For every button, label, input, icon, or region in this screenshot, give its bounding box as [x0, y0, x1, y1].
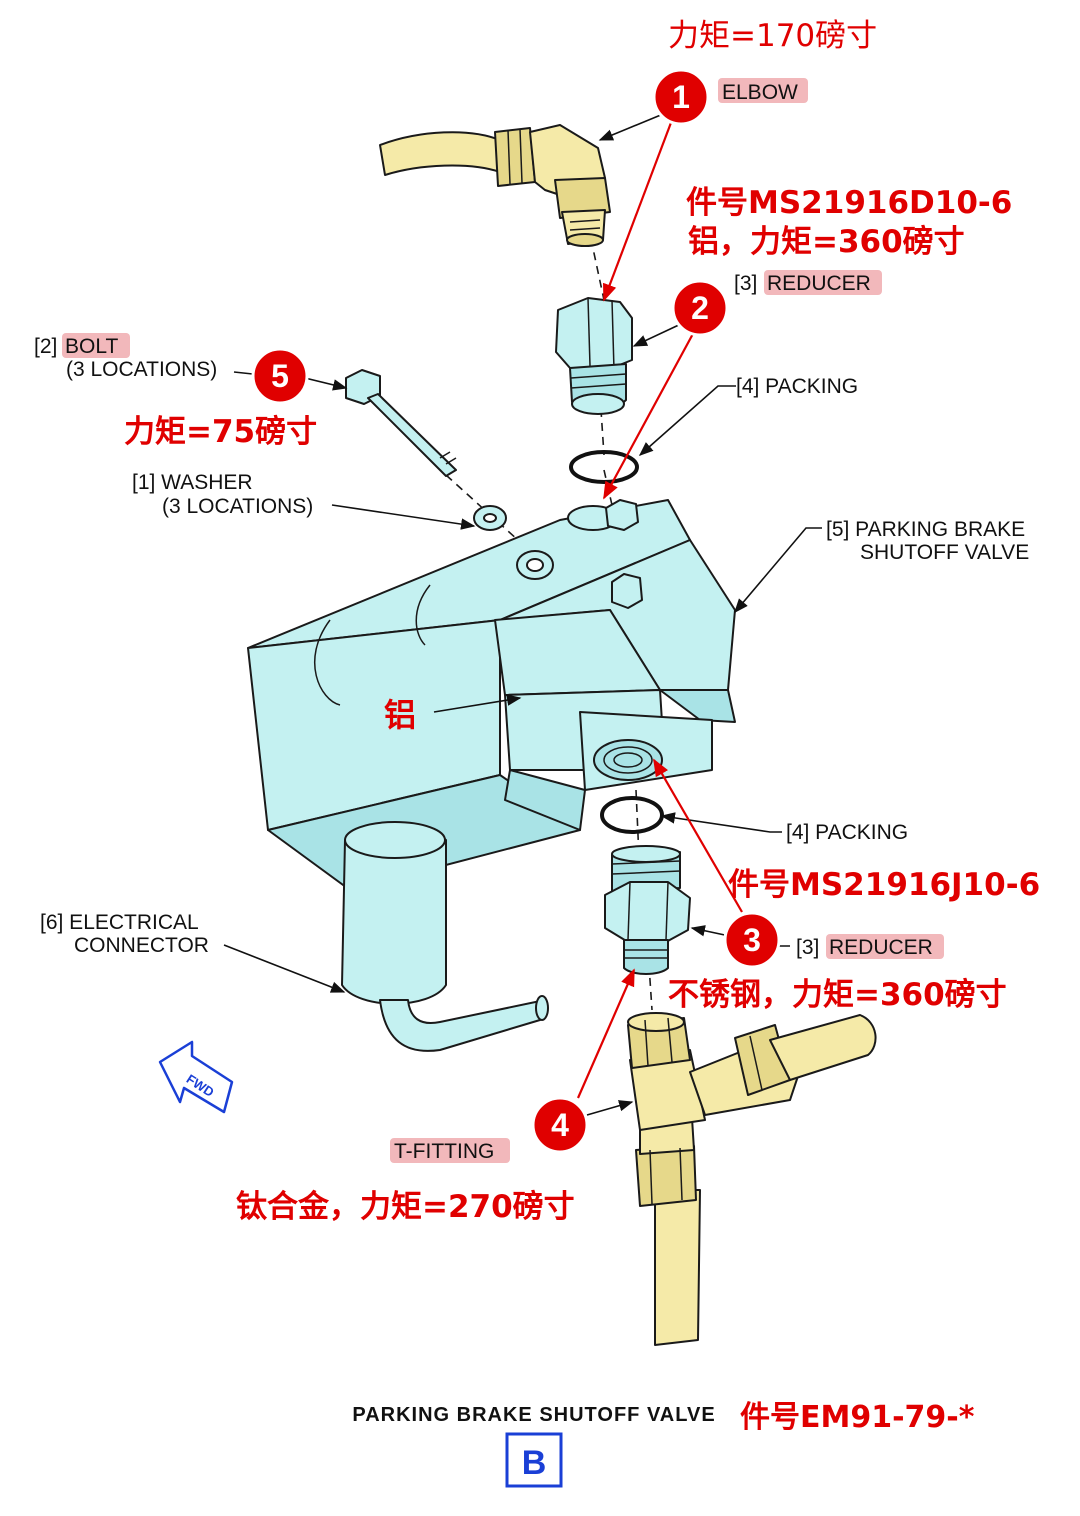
annotation-material-reducer-bottom: 不锈钢，力矩=360磅寸: [668, 977, 1007, 1013]
reducer-bottom-highlight: [826, 934, 944, 959]
annotation-torque-elbow: 力矩=170磅寸: [668, 18, 877, 54]
label-connector-line1: [6] ELECTRICAL: [40, 911, 199, 934]
reducer-top-highlight: [764, 270, 882, 295]
marker-1: 1: [652, 68, 710, 126]
fwd-arrow-icon: FWD: [158, 1040, 234, 1114]
marker-5: 5: [251, 347, 309, 405]
packing-bottom: [600, 796, 664, 834]
label-packing-top: [4] PACKING: [736, 375, 858, 398]
bolt-highlight: [62, 333, 130, 358]
diagram-caption: PARKING BRAKE SHUTOFF VALVE: [352, 1404, 715, 1426]
label-valve-line1: [5] PARKING BRAKE: [826, 518, 1025, 541]
label-bolt: BOLT: [65, 335, 118, 358]
annotation-material-tfitting: 钛合金，力矩=270磅寸: [236, 1189, 575, 1225]
electrical-connector: [341, 821, 549, 1052]
label-reducer-top: REDUCER: [767, 272, 871, 295]
annotation-material-valve: 铝: [384, 696, 416, 734]
view-letter: B: [522, 1444, 547, 1482]
annotation-torque-bolt: 力矩=75磅寸: [124, 414, 317, 450]
marker-2-label: 2: [691, 290, 709, 326]
marker-3-label: 3: [743, 922, 761, 958]
view-letter-box: B: [505, 1432, 563, 1488]
label-washer-locations: (3 LOCATIONS): [162, 495, 313, 518]
reducer-top: [555, 297, 633, 415]
elbow-fitting: [379, 124, 611, 247]
label-bolt-locations: (3 LOCATIONS): [66, 358, 217, 381]
label-reducer-top-index: [3]: [734, 272, 757, 295]
t-fitting: [627, 1012, 877, 1346]
annotation-part-reducer-bottom: 件号MS21916J10-6: [728, 867, 1040, 903]
tfitting-highlight: [390, 1138, 510, 1163]
annotation-material-reducer-top: 铝，力矩=360磅寸: [688, 224, 965, 260]
label-reducer-bottom-index: [3]: [796, 936, 819, 959]
reducer-bottom: [604, 845, 691, 975]
elbow-highlight: [718, 78, 808, 103]
annotation-part-valve: 件号EM91-79-*: [740, 1400, 975, 1435]
washer: [473, 505, 507, 531]
marker-1-label: 1: [672, 79, 690, 115]
marker-2: 2: [671, 279, 729, 337]
label-washer: [1] WASHER: [132, 471, 253, 494]
parking-brake-shutoff-valve: [247, 499, 736, 891]
bolt: [345, 369, 457, 477]
label-reducer-bottom: REDUCER: [829, 936, 933, 959]
label-bolt-index: [2]: [34, 335, 57, 358]
label-connector-line2: CONNECTOR: [74, 934, 209, 957]
label-valve-line2: SHUTOFF VALVE: [860, 541, 1029, 564]
marker-4-label: 4: [551, 1107, 569, 1143]
label-tfitting: T-FITTING: [394, 1140, 494, 1163]
marker-3: 3: [723, 911, 781, 969]
label-packing-bottom: [4] PACKING: [786, 821, 908, 844]
marker-4: 4: [531, 1096, 589, 1154]
annotation-part-reducer-top: 件号MS21916D10-6: [686, 185, 1012, 221]
marker-5-label: 5: [271, 358, 289, 394]
label-elbow: ELBOW: [722, 81, 798, 104]
